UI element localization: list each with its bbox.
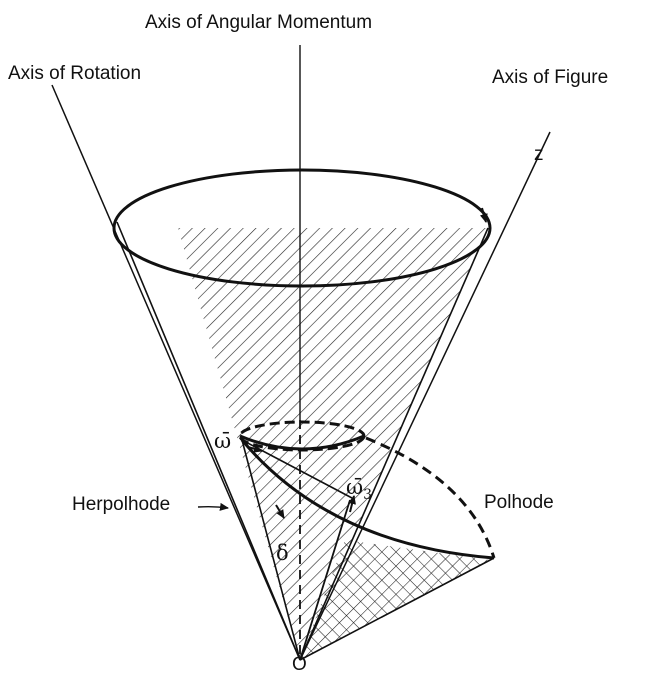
herpolhode-pointer-arrow [197, 502, 229, 511]
figure-axis [299, 131, 551, 661]
axis-figure-label: Axis of Figure [492, 67, 608, 88]
omega-arrow [247, 444, 263, 453]
polhode-label: Polhode [484, 492, 554, 513]
z-label: z [534, 144, 544, 165]
body-cone-inner-edge [299, 499, 351, 661]
origin-label: O [292, 654, 307, 674]
omega3-subscript: 3 [363, 487, 372, 503]
body-cone-arrow [275, 504, 285, 519]
body-cone-crosshatched-section [300, 540, 490, 660]
axis-angular-momentum-label: Axis of Angular Momentum [145, 12, 372, 33]
space-cone-right-edge [299, 227, 489, 661]
omega-label: ω̄ [214, 429, 231, 453]
herpolhode-ellipse-front [239, 434, 365, 451]
body-cone-right-edge [299, 557, 495, 661]
omega3-arrow [348, 495, 356, 513]
polhode-ellipse-back [365, 436, 496, 559]
body-cone [240, 436, 496, 661]
top-ellipse-arrow [479, 207, 488, 223]
space-cone-left-edge [116, 221, 301, 661]
space-cone-hatched-section [178, 228, 488, 660]
rotation-axis [51, 84, 301, 661]
axis-rotation-label: Axis of Rotation [8, 63, 141, 84]
omega3-label: ω̄3 [346, 475, 372, 503]
herpolhode-label: Herpolhode [72, 494, 170, 515]
body-cone-left-edge [241, 439, 301, 661]
polhode-ellipse-front [240, 439, 495, 560]
delta-label: δ [276, 541, 289, 565]
omega3-base: ω̄ [346, 475, 363, 499]
